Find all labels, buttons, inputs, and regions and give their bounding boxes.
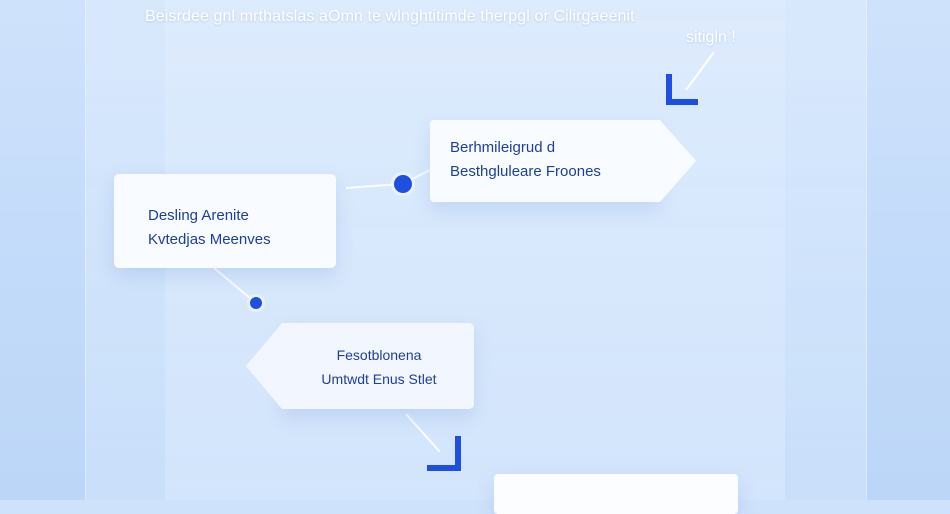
diagram-node-left: Desling Arenite Kvtedjas Meenves — [114, 174, 336, 268]
diagram-node-bottom — [494, 474, 738, 514]
node-label-line: Berhmileigrud d — [450, 139, 556, 156]
node-label-line: Besthgluleare Froones — [450, 163, 601, 180]
corner-arrow-icon — [405, 413, 461, 471]
connector-line-left-down — [213, 267, 257, 304]
node-label-line: Desling Arenite — [148, 207, 249, 224]
node-label-line: Fesotblonena — [336, 347, 422, 363]
connector-dot-icon — [394, 175, 412, 193]
node-label-line: Umtwdt Enus Stlet — [321, 371, 437, 387]
header-caption: Beisrdee gnl mrthatslas aOmn te wlnghtit… — [145, 8, 635, 25]
diagram-node-middle: Fesotblonena Umtwdt Enus Stlet — [246, 323, 474, 409]
node-label-line: Kvtedjas Meenves — [148, 231, 271, 248]
diagram-node-left-text: Desling Arenite Kvtedjas Meenves — [148, 204, 271, 252]
header-caption-continued: sitigln ! — [686, 29, 736, 46]
connector-dot-icon — [250, 297, 262, 309]
diagram-node-middle-text: Fesotblonena Umtwdt Enus Stlet — [304, 343, 454, 391]
corner-arrow-icon — [666, 51, 715, 105]
diagram-node-top-text: Berhmileigrud d Besthgluleare Froones — [450, 136, 601, 184]
diagram-node-top: Berhmileigrud d Besthgluleare Froones — [430, 120, 696, 202]
connector-line-left-to-top — [345, 183, 403, 189]
